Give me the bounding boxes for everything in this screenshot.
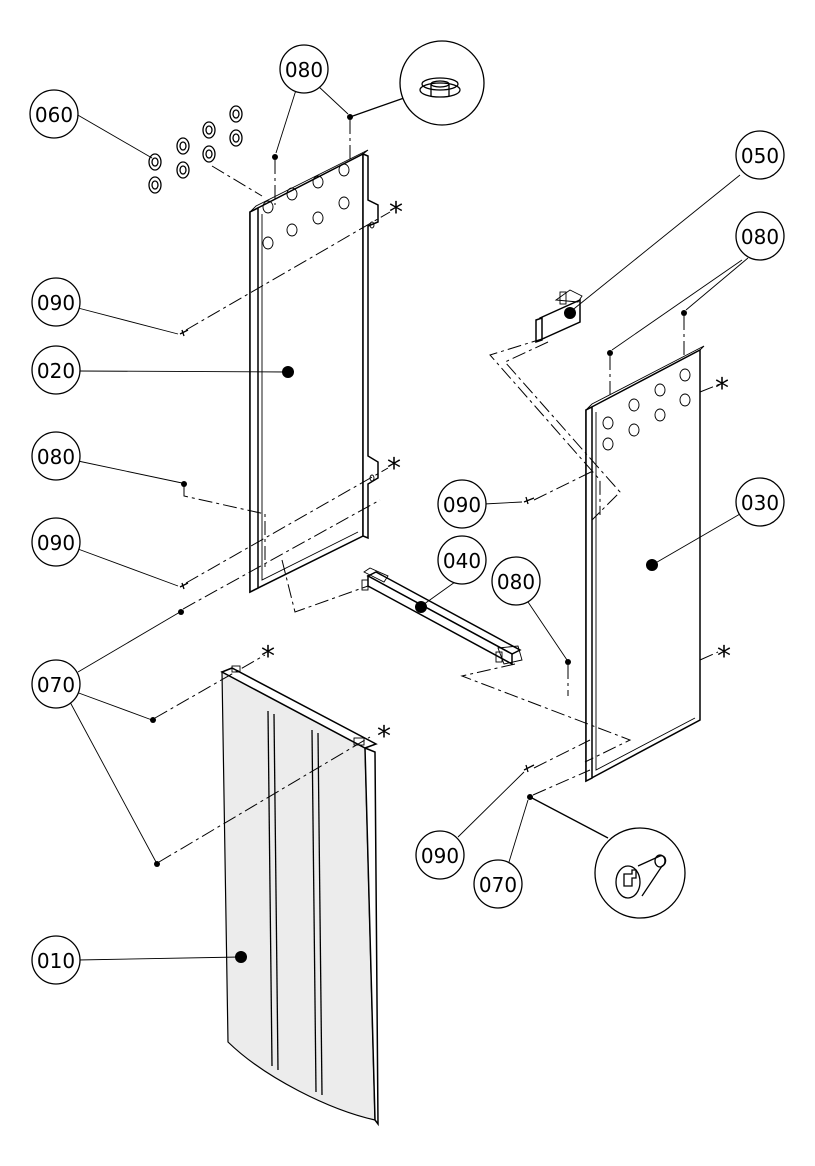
callout-090-label: 090	[421, 844, 459, 868]
callout-090-label: 090	[37, 531, 75, 555]
star-marker: *	[717, 640, 731, 673]
callout-070: 070	[473, 859, 523, 909]
callout-030-label: 030	[741, 491, 779, 515]
star-marker: *	[387, 452, 401, 485]
callout-090: 090	[31, 517, 81, 567]
callout-090: 090	[415, 830, 465, 880]
callout-020-label: 020	[37, 359, 75, 383]
star-marker: *	[715, 372, 729, 405]
star-marker: *	[389, 196, 403, 229]
star-markers: * * * * * *	[261, 196, 731, 753]
callout-050: 050	[735, 130, 785, 180]
callout-080-label: 080	[497, 570, 535, 594]
callout-020: 020	[31, 345, 81, 395]
leader-lines	[69, 85, 749, 961]
front-door-panel	[220, 665, 379, 1127]
left-panel-holes	[262, 163, 375, 482]
callout-010-label: 010	[37, 949, 75, 973]
callout-090: 090	[31, 277, 81, 327]
callout-070-label: 070	[37, 673, 75, 697]
callout-080-label: 080	[285, 58, 323, 82]
callout-080: 080	[279, 44, 329, 94]
callout-070-label: 070	[479, 873, 517, 897]
callout-060: 060	[29, 89, 79, 139]
callout-070: 070	[31, 659, 81, 709]
left-side-panel	[249, 149, 379, 594]
callout-080: 080	[31, 431, 81, 481]
grommet-set	[148, 105, 243, 194]
callout-090-label: 090	[37, 291, 75, 315]
callout-050-label: 050	[741, 144, 779, 168]
star-marker: *	[377, 720, 391, 753]
right-panel-holes	[602, 368, 691, 451]
callout-030: 030	[735, 477, 785, 527]
detail-plug-cap	[349, 40, 485, 126]
right-side-panel	[585, 345, 705, 783]
small-hardware	[150, 114, 687, 867]
callout-060-label: 060	[35, 103, 73, 127]
callout-080-label: 080	[741, 225, 779, 249]
callouts: 060 080 090 020 080 090 070 010	[29, 44, 785, 985]
callout-080: 080	[491, 556, 541, 606]
assembly-lines	[154, 120, 721, 863]
callout-090: 090	[437, 479, 487, 529]
bottom-crossbar	[361, 567, 523, 666]
callout-040: 040	[437, 535, 487, 585]
leader-dots	[235, 307, 658, 963]
star-marker: *	[261, 640, 275, 673]
detail-torx-screw	[531, 797, 686, 919]
callout-090-label: 090	[443, 493, 481, 517]
callout-080: 080	[735, 211, 785, 261]
callout-040-label: 040	[443, 549, 481, 573]
callout-010: 010	[31, 935, 81, 985]
callout-080-label: 080	[37, 445, 75, 469]
